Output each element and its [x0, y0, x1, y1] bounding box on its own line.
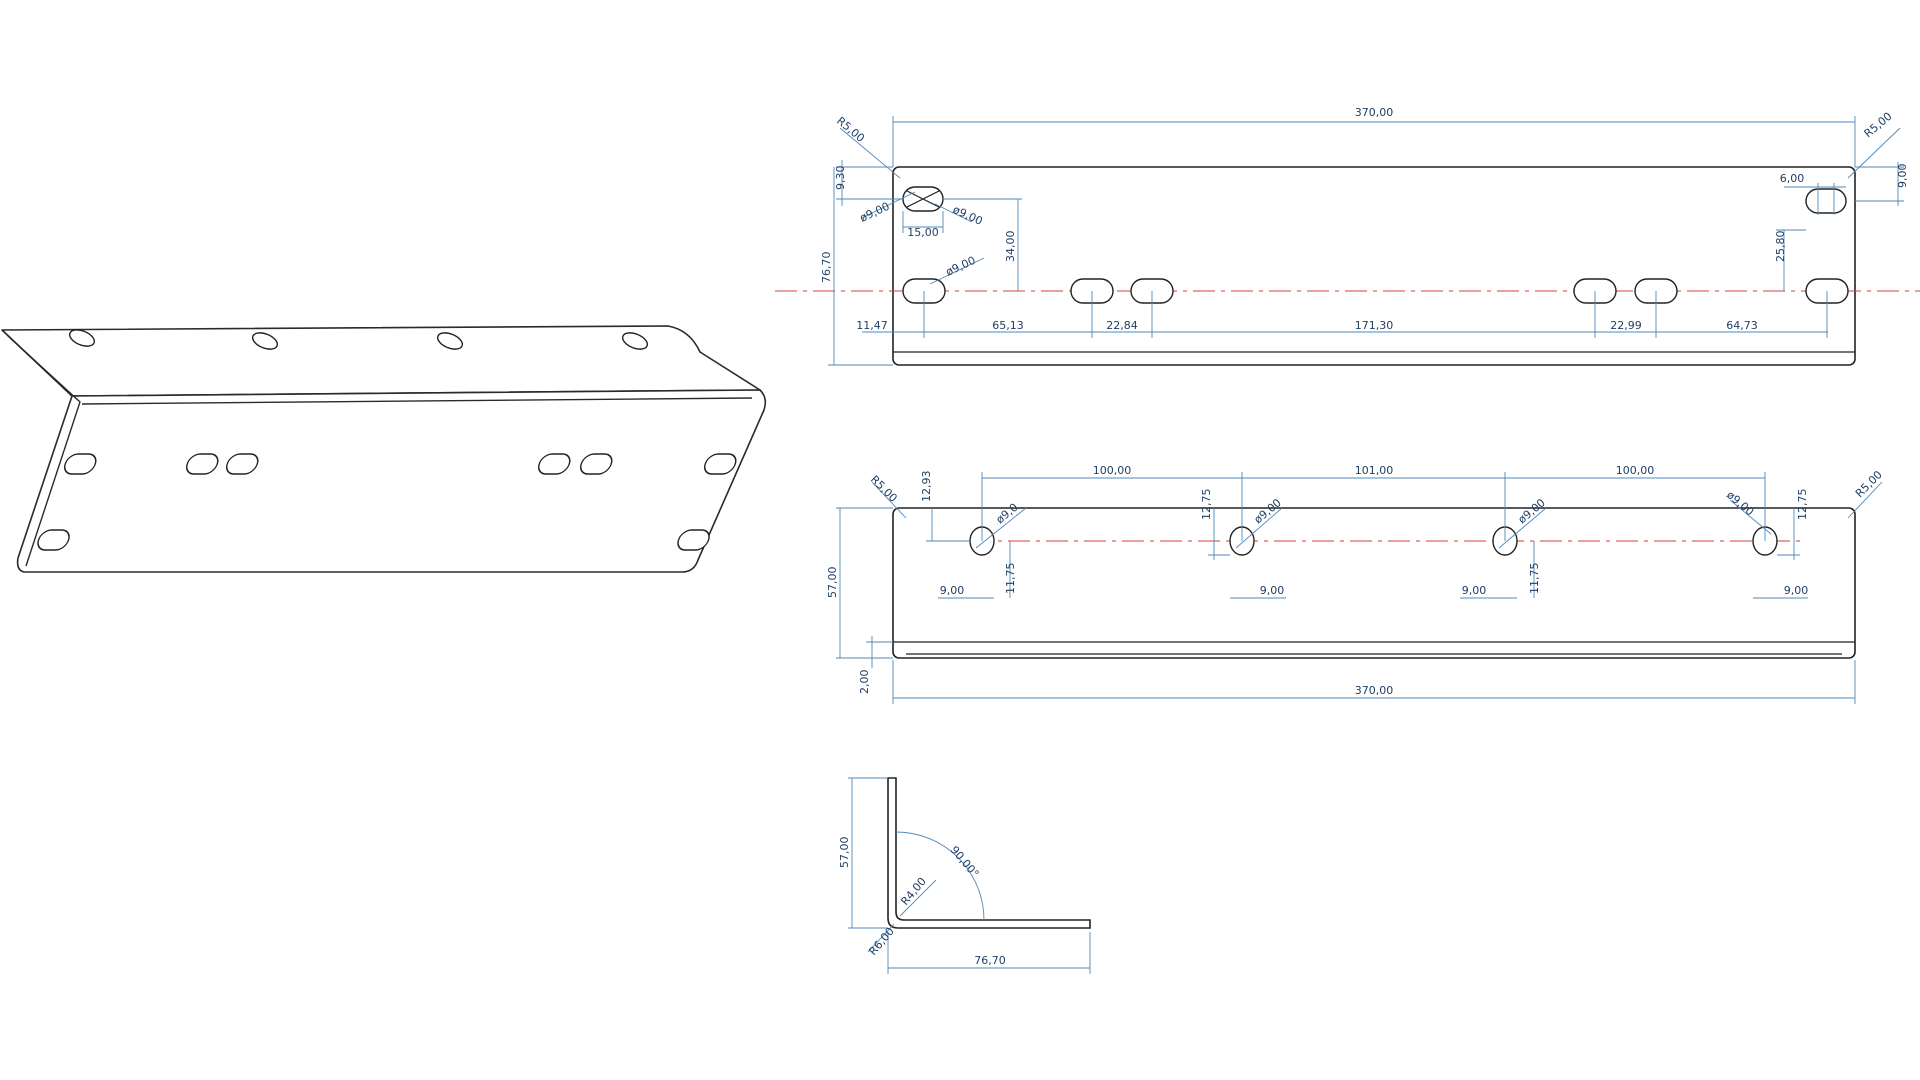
dim-pitch: 100,00: [1616, 464, 1655, 477]
dim-dia-a: ø9,00: [858, 200, 892, 225]
dim-pitch: 100,00: [1093, 464, 1132, 477]
side-profile: [887, 777, 1091, 929]
dim-right-center-drop: 25,80: [1774, 231, 1787, 263]
dim-hole-width: 9,00: [1784, 584, 1809, 597]
iso-top-slot: [68, 329, 96, 347]
dim-line: [934, 203, 973, 223]
dim-line: [1235, 507, 1283, 549]
dim-height: 76,70: [820, 252, 833, 284]
iso-face-slot: [185, 453, 219, 475]
dim-spacing: 11,47: [856, 319, 888, 332]
top-slot: [1805, 188, 1847, 214]
dim-angle: 90,00°: [948, 844, 982, 881]
dim-line: [867, 923, 895, 953]
dim-length: 370,00: [1355, 684, 1394, 697]
iso-top-slot: [251, 332, 279, 350]
iso-face-top-edge: [81, 397, 753, 405]
dim-height: 57,00: [826, 567, 839, 599]
dim-line: [929, 257, 985, 285]
dim-slot-width: 15,00: [907, 226, 939, 239]
dim-line: [1729, 499, 1772, 535]
iso-thickness-edge: [7, 335, 81, 567]
dim-hole-drop: 11,75: [1004, 563, 1017, 595]
dim-line: [1847, 481, 1883, 519]
side-view: 57,00 76,70 90,00° R4,00 R6,00: [838, 777, 1091, 974]
angle-arc: [895, 831, 985, 921]
dim-hole-width: 9,00: [1462, 584, 1487, 597]
top-view-outline: [892, 166, 1856, 366]
dim-offset-mid: 12,75: [1200, 489, 1213, 521]
dim-width: 76,70: [974, 954, 1006, 967]
dim-top-offset-right: 9,00: [1896, 164, 1909, 189]
dim-line: [975, 507, 1027, 549]
dim-line: [839, 127, 901, 179]
iso-face-slot: [537, 453, 571, 475]
dim-spacing: 22,99: [1610, 319, 1642, 332]
dim-pitch: 101,00: [1355, 464, 1394, 477]
dim-right-slot-width: 6,00: [1780, 172, 1805, 185]
dim-radius-left: R5,00: [834, 114, 867, 145]
dim-spacing: 171,30: [1355, 319, 1394, 332]
dim-spacing: 64,73: [1726, 319, 1758, 332]
top-view: 370,00 R5,00 R5,00 9,30 9,00 76,70 ø9,00…: [775, 106, 1920, 366]
dim-length: 370,00: [1355, 106, 1394, 119]
front-view: 100,00 101,00 100,00 R5,00 R5,00 12,93 1…: [826, 464, 1885, 704]
iso-face-slot: [225, 453, 259, 475]
dim-hole-drop: 11,75: [1528, 563, 1541, 595]
dim-hole-width: 9,00: [1260, 584, 1285, 597]
dim-spacing: 65,13: [992, 319, 1024, 332]
dim-line: [861, 191, 916, 219]
iso-vertical-face: [16, 389, 767, 573]
slot-cross: [906, 190, 940, 208]
dim-thickness: 2,00: [858, 670, 871, 695]
iso-face-slot: [63, 453, 97, 475]
dim-offset-right: 12,75: [1796, 489, 1809, 521]
dim-radius-right: R5,00: [1862, 110, 1895, 141]
iso-face-slot: [37, 529, 70, 551]
dim-center-drop: 34,00: [1004, 231, 1017, 263]
front-view-outline: [892, 507, 1856, 659]
iso-top-slot: [621, 332, 649, 350]
dim-line: [1847, 127, 1901, 179]
dim-line: [1498, 507, 1547, 549]
iso-face-slot: [579, 453, 613, 475]
iso-top-slot: [436, 332, 464, 350]
dim-line: [871, 481, 907, 519]
iso-face-slot: [677, 529, 710, 551]
dim-top-offset: 12,93: [920, 471, 933, 503]
iso-top-flange: [1, 325, 761, 397]
dim-spacing: 22,84: [1106, 319, 1138, 332]
dim-hole-width: 9,00: [940, 584, 965, 597]
iso-face-slot: [703, 453, 737, 475]
dim-radius-left: R5,00: [868, 473, 900, 505]
dim-top-offset-left: 9,30: [834, 166, 847, 191]
dim-line: [899, 879, 937, 917]
dim-height: 57,00: [838, 837, 851, 869]
dim-outer-radius: R6,00: [866, 925, 897, 958]
isometric-view: [1, 325, 767, 573]
